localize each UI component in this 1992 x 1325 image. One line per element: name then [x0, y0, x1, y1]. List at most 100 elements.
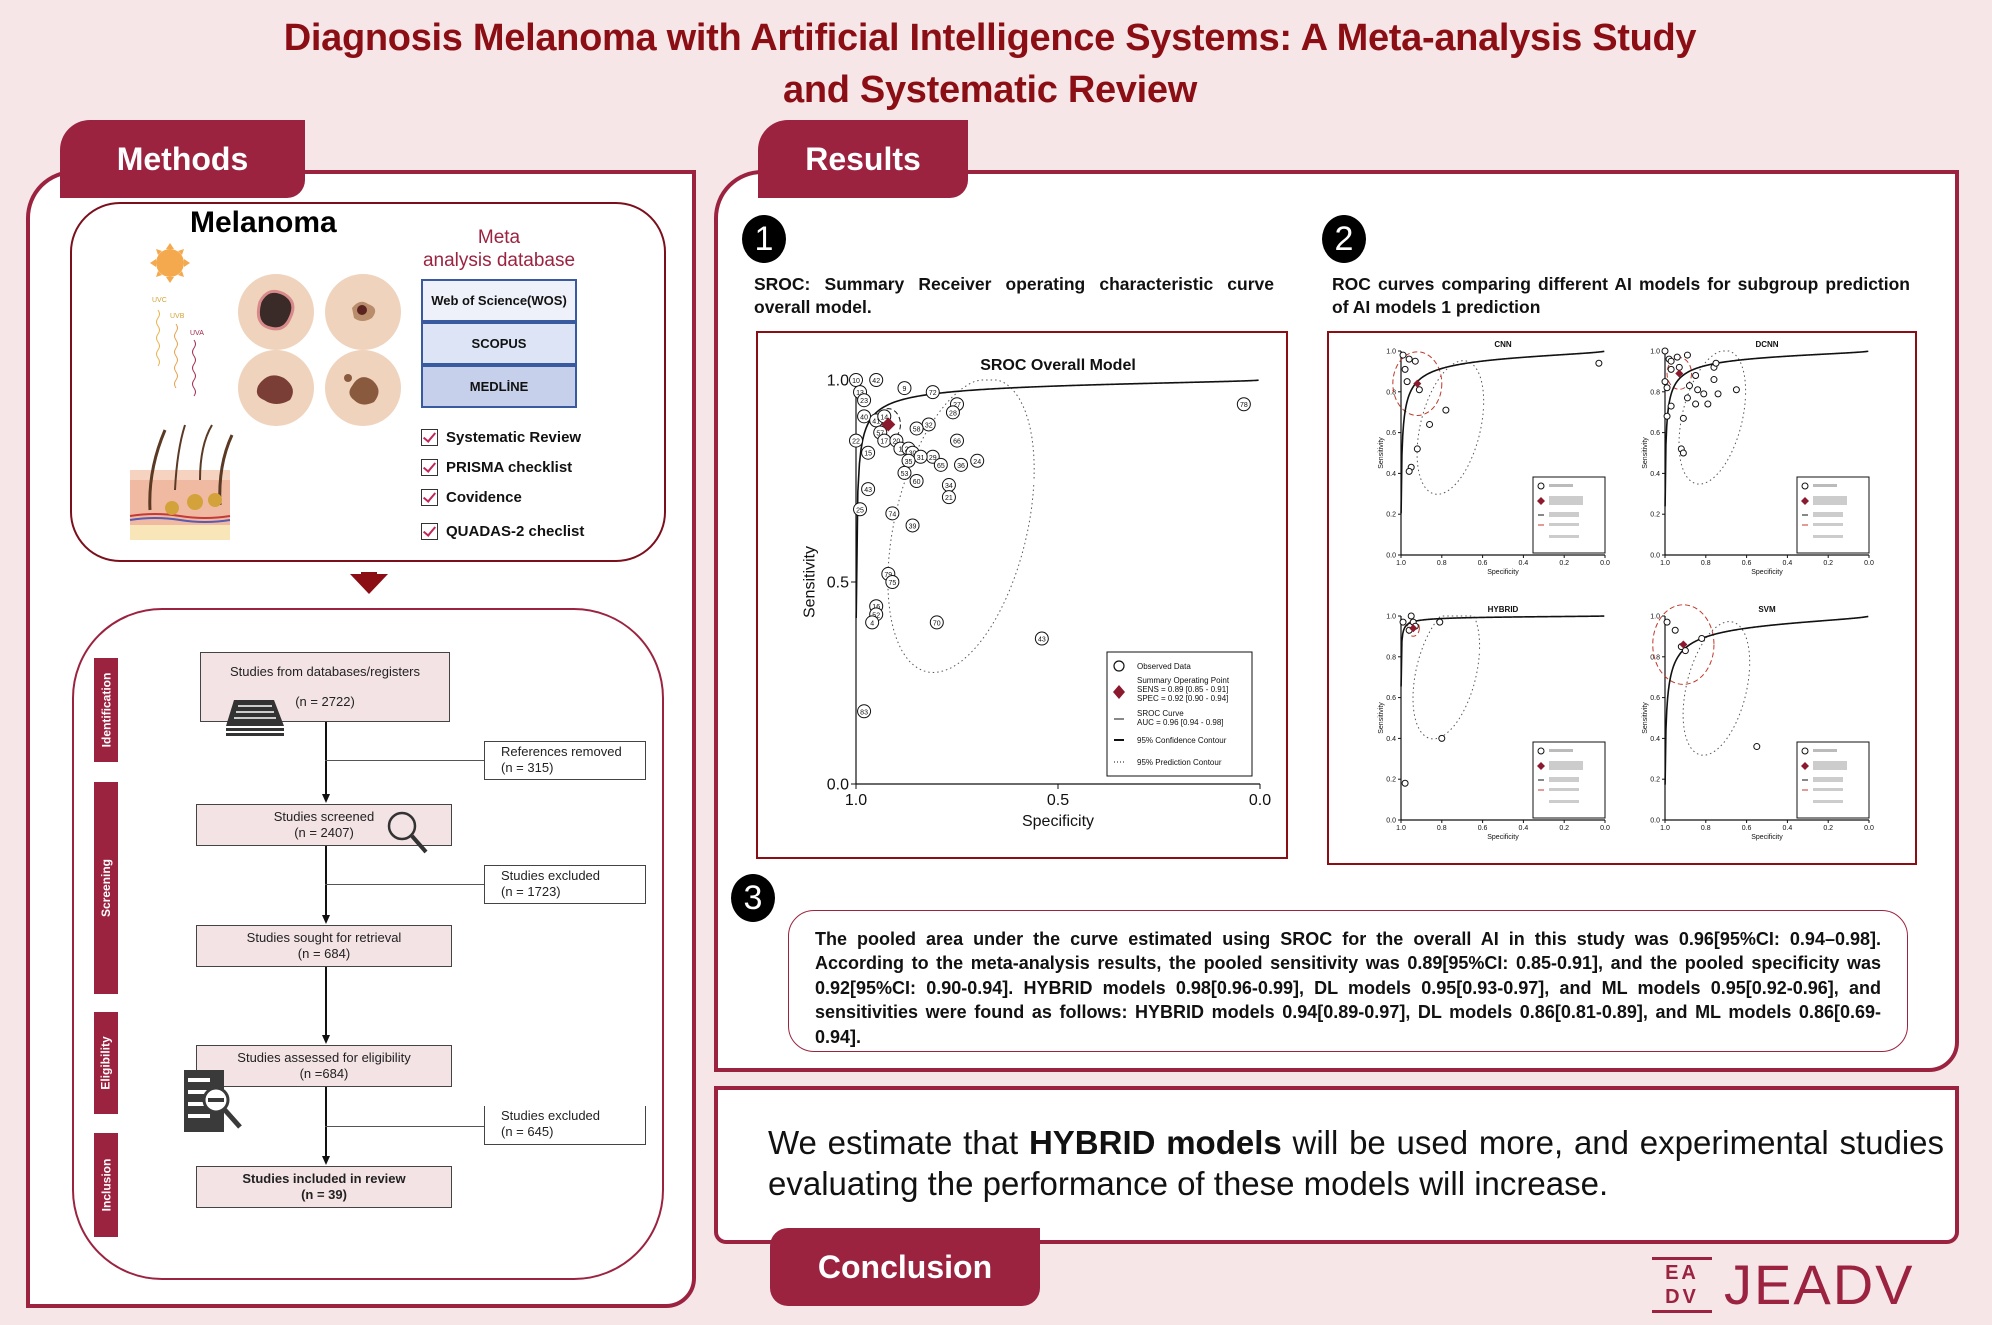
observed-point-label: 20 — [893, 439, 901, 446]
observed-point-label: 57 — [876, 431, 884, 438]
conclusion-tab: Conclusion — [770, 1228, 1040, 1306]
y-tick-label: 0.4 — [1386, 471, 1396, 478]
legend-label — [1813, 484, 1837, 487]
legend-label: SPEC = 0.92 [0.90 - 0.94] — [1137, 694, 1228, 703]
observed-point — [1401, 365, 1409, 373]
legend-label — [1813, 761, 1847, 770]
observed-point — [1236, 397, 1251, 412]
observed-point-label: 41 — [872, 418, 880, 425]
flow-connector — [325, 1126, 484, 1128]
observed-point — [1753, 743, 1761, 751]
x-tick-label: 1.0 — [1660, 825, 1670, 832]
legend-diamond-icon — [1113, 685, 1125, 699]
observed-point — [1692, 400, 1700, 408]
observed-point — [861, 482, 876, 497]
x-tick-label: 0.4 — [1783, 560, 1793, 567]
prediction-contour — [1416, 360, 1485, 495]
observed-point-label: 72 — [929, 390, 937, 397]
x-tick-label: 0.6 — [1478, 560, 1488, 567]
observed-point-label: 39 — [909, 523, 917, 530]
flow-label: Studies included in review — [242, 1171, 406, 1186]
y-axis-label: Sensitivity — [801, 546, 818, 618]
roc-subgroup-caption: ROC curves comparing different AI models… — [1332, 274, 1910, 317]
observed-point-label: 15 — [864, 451, 872, 458]
observed-point — [1679, 414, 1687, 422]
legend-label: 95% Prediction Contour — [1137, 758, 1222, 767]
chart-title: SVM — [1758, 605, 1776, 614]
x-tick-label: 0.4 — [1783, 825, 1793, 832]
observed-point-label: 10 — [852, 378, 860, 385]
observed-point — [909, 474, 924, 488]
melanoma-illustration: UVC UVB UVA — [129, 243, 401, 540]
melanoma-title: Melanoma — [190, 206, 337, 239]
observed-point — [1663, 412, 1671, 420]
observed-point — [1663, 618, 1671, 626]
legend-label — [1549, 800, 1579, 803]
flow-arrowhead — [322, 1156, 330, 1165]
observed-point-label: 74 — [888, 511, 896, 518]
observed-point — [1712, 359, 1720, 367]
checkbox-checked-icon — [421, 489, 438, 506]
legend-label — [1549, 788, 1579, 791]
observed-point — [1426, 420, 1434, 428]
observed-point-label: 53 — [901, 471, 909, 478]
legend-label: SROC Curve — [1137, 709, 1184, 718]
checklist-label: QUADAS-2 checlist — [446, 523, 585, 540]
y-tick-label: 0.0 — [1650, 552, 1660, 559]
uv-wave — [174, 323, 178, 389]
observed-point — [857, 393, 872, 408]
sroc-curve — [1664, 350, 1869, 507]
y-tick-label: 0.4 — [1650, 471, 1660, 478]
checkbox-checked-icon — [421, 429, 438, 446]
observed-point — [1407, 612, 1415, 620]
legend-label — [1813, 800, 1843, 803]
y-tick-label: 0.6 — [1386, 695, 1396, 702]
flow-label: References removed — [501, 744, 622, 759]
observed-point-label: 79 — [884, 572, 892, 579]
y-tick-label: 0.8 — [1650, 654, 1660, 661]
y-tick-label: 0.8 — [1650, 389, 1660, 396]
x-tick-label: 0.0 — [1600, 825, 1610, 832]
methods-tab: Methods — [60, 120, 305, 198]
checklist-item: Systematic Review — [421, 429, 581, 446]
observed-point — [1694, 386, 1702, 394]
uv-label: UVC — [152, 297, 167, 304]
observed-point — [1415, 386, 1423, 394]
legend-label — [1549, 496, 1583, 505]
y-tick-label: 0.4 — [1650, 736, 1660, 743]
observed-point — [1436, 618, 1444, 626]
database-scopus: SCOPUS — [421, 322, 577, 365]
observed-point — [1667, 402, 1675, 410]
phase-label: Screening — [99, 858, 113, 918]
observed-point — [925, 385, 940, 400]
checkbox-checked-icon — [421, 459, 438, 476]
observed-point — [857, 704, 872, 719]
flow-count: (n = 1723) — [501, 884, 561, 899]
observed-point — [1663, 384, 1671, 392]
jeadv-logo-mark: EA DV — [1652, 1255, 1712, 1315]
observed-point — [1714, 390, 1722, 398]
observed-point — [853, 502, 868, 517]
y-tick-label: 0.0 — [1650, 817, 1660, 824]
x-tick-label: 0.0 — [1600, 560, 1610, 567]
flow-count: (n = 645) — [501, 1124, 554, 1139]
document-search-icon — [184, 1070, 242, 1132]
skin-cross-section — [129, 424, 234, 540]
phase-label: Inclusion — [99, 1158, 114, 1212]
observed-point-label: 43 — [1038, 637, 1046, 644]
meta-database-title: Meta analysis database — [416, 226, 582, 272]
flow-box-excluded-2: Studies excluded (n = 645) — [484, 1106, 646, 1145]
y-tick-label: 0.6 — [1386, 430, 1396, 437]
observed-point — [1692, 371, 1700, 379]
legend-label — [1813, 788, 1843, 791]
flow-arrowhead — [322, 1035, 330, 1044]
conclusion-frame — [714, 1086, 1959, 1244]
legend-label — [1549, 777, 1579, 782]
checklist-label: Systematic Review — [446, 429, 582, 446]
legend-box — [1532, 476, 1606, 554]
observed-point-label: 34 — [945, 483, 953, 490]
y-tick-label: 0.2 — [1650, 512, 1660, 519]
